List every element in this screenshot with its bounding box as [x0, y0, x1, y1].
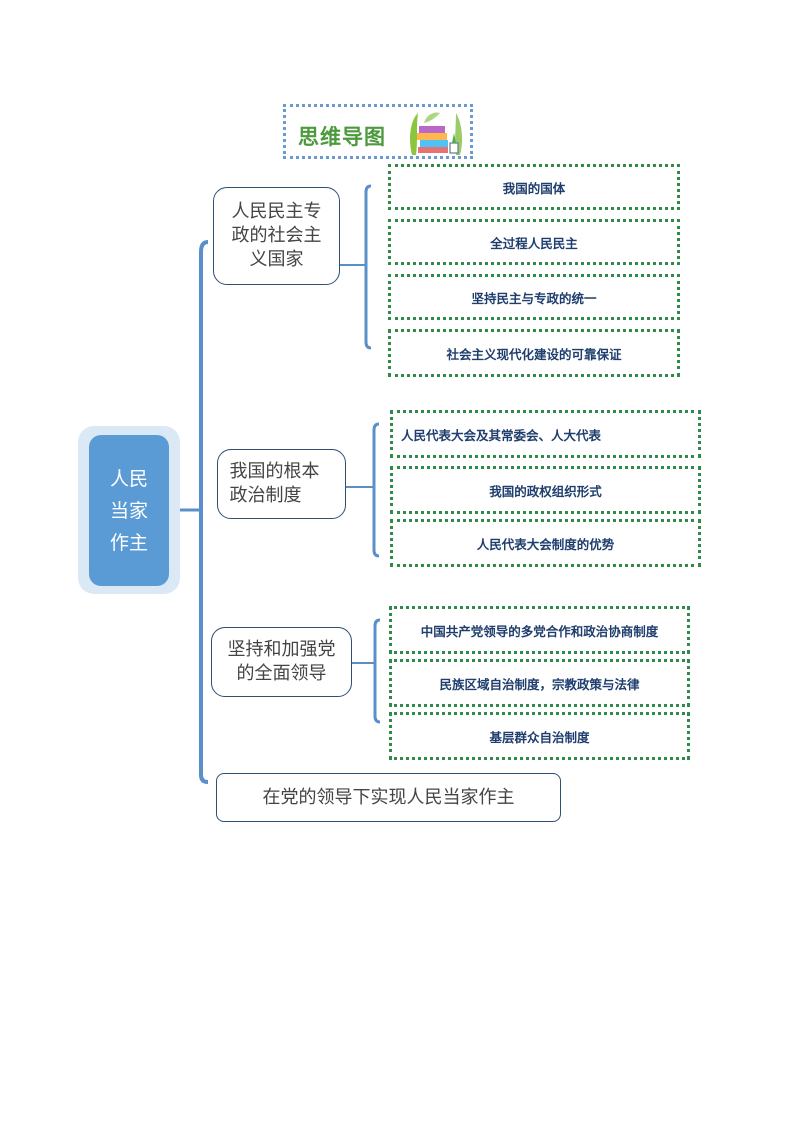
leaf-label: 中国共产党领导的多党合作和政治协商制度: [420, 623, 659, 639]
title-box: 思维导图: [283, 104, 473, 159]
topic-node-fundamental-system[interactable]: 我国的根本政治制度: [217, 449, 346, 519]
leaf-node[interactable]: 人民代表大会及其常委会、人大代表: [390, 410, 701, 458]
bracket-topic-2: [372, 422, 380, 558]
leaf-node[interactable]: 民族区域自治制度，宗教政策与法律: [389, 659, 690, 707]
leaf-node[interactable]: 我国的政权组织形式: [390, 466, 701, 514]
leaf-label: 我国的国体: [502, 180, 566, 196]
leaf-node[interactable]: 全过程人民民主: [388, 219, 680, 265]
leaf-label: 人民代表大会制度的优势: [476, 536, 615, 552]
leaf-node[interactable]: 人民代表大会制度的优势: [390, 519, 701, 567]
leaf-node[interactable]: 中国共产党领导的多党合作和政治协商制度: [389, 606, 690, 654]
books-and-plants-icon: [410, 112, 463, 155]
leaf-label: 社会主义现代化建设的可靠保证: [446, 346, 622, 362]
bracket-topic-3: [373, 618, 381, 724]
leaf-label: 我国的政权组织形式: [489, 483, 602, 499]
main-spine: [199, 240, 209, 784]
leaf-node[interactable]: 社会主义现代化建设的可靠保证: [388, 329, 680, 377]
leaf-label: 基层群众自治制度: [489, 729, 590, 745]
topic-node-party-leadership[interactable]: 坚持和加强党的全面领导: [211, 627, 352, 697]
center-label: 人民当家作主: [109, 467, 148, 554]
topic-label: 我国的根本政治制度: [229, 461, 320, 506]
leaf-label: 人民代表大会及其常委会、人大代表: [401, 427, 602, 443]
page-title: 思维导图: [298, 125, 386, 149]
bracket-topic-1: [364, 184, 372, 350]
leaf-node[interactable]: 基层群众自治制度: [389, 712, 690, 760]
leaf-label: 民族区域自治制度，宗教政策与法律: [439, 676, 640, 692]
topic-label: 坚持和加强党的全面领导: [227, 639, 336, 684]
leaf-label: 全过程人民民主: [490, 235, 578, 251]
topic-node-realize-people-mastery[interactable]: 在党的领导下实现人民当家作主: [216, 773, 561, 822]
center-node[interactable]: 人民当家作主: [89, 435, 169, 586]
topic-label: 在党的领导下实现人民当家作主: [262, 786, 515, 808]
leaf-node[interactable]: 坚持民主与专政的统一: [388, 274, 680, 320]
leaf-label: 坚持民主与专政的统一: [471, 290, 597, 306]
topic-node-people-dictatorship[interactable]: 人民民主专政的社会主义国家: [213, 187, 340, 285]
leaf-node[interactable]: 我国的国体: [388, 164, 680, 210]
topic-label: 人民民主专政的社会主义国家: [231, 201, 322, 270]
